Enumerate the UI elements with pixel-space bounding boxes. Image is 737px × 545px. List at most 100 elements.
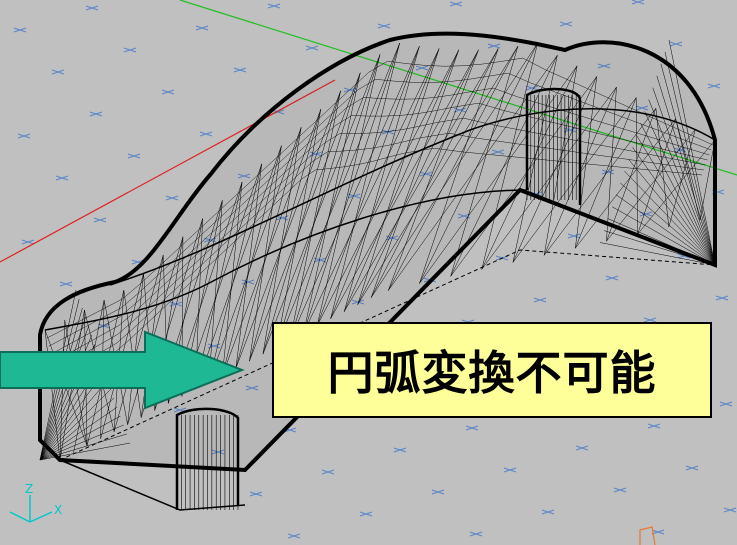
mesh-edge <box>218 218 236 235</box>
mesh-edge <box>118 310 136 326</box>
mesh-edge <box>343 46 420 312</box>
mesh-edge <box>303 42 400 334</box>
callout-text: 円弧変換不可能 <box>327 346 657 400</box>
mesh-edge <box>65 318 85 329</box>
mesh-edge <box>351 115 369 117</box>
mesh-edge <box>235 202 253 219</box>
mesh-edge <box>222 182 243 376</box>
mesh-edge <box>266 157 286 175</box>
mesh-edge <box>649 116 671 127</box>
mesh-edge <box>303 48 440 334</box>
xyz-axis-triad-icon: Z X <box>9 482 62 523</box>
mesh-edge <box>388 45 519 291</box>
mesh-edge <box>272 192 288 207</box>
mesh-edge <box>129 325 145 340</box>
mesh-edge <box>565 78 587 89</box>
mesh-edge <box>201 233 219 250</box>
mesh-edge <box>463 117 491 125</box>
grid-marker <box>161 89 175 95</box>
mesh-edge <box>613 125 638 134</box>
mesh-edge <box>675 165 704 171</box>
mesh-edge <box>406 63 426 66</box>
mesh-edge <box>189 236 208 254</box>
mesh-edge <box>339 89 358 108</box>
grid-marker <box>643 317 657 323</box>
mesh-edge <box>318 125 336 142</box>
mesh-edge <box>327 150 343 152</box>
mesh-edge <box>200 259 216 273</box>
grid-marker <box>491 149 505 155</box>
mesh-edge <box>311 123 330 141</box>
mesh-edge <box>262 54 381 355</box>
mesh-edge <box>161 287 177 303</box>
mesh-edge <box>103 307 122 318</box>
mesh-edge <box>571 139 599 145</box>
mesh-edge <box>268 171 286 188</box>
mesh-edge <box>302 123 322 141</box>
mesh-edge <box>139 275 158 293</box>
mesh-edge <box>301 141 319 157</box>
grid-marker <box>651 529 665 535</box>
grid-marker <box>415 65 429 71</box>
mesh-edge <box>330 42 400 319</box>
mesh-edge <box>640 123 716 266</box>
mesh-edge <box>221 231 238 246</box>
mesh-edge <box>228 217 245 233</box>
mesh-edge <box>357 48 440 305</box>
grid-marker <box>575 445 589 451</box>
mesh-edge <box>286 179 302 193</box>
mesh-edge <box>434 148 464 153</box>
mesh-edge <box>678 159 706 166</box>
grid-marker <box>449 1 463 7</box>
mesh-edge <box>685 147 710 156</box>
mesh-edge <box>420 132 450 139</box>
mesh-edge <box>343 48 499 312</box>
mesh-edge <box>330 89 350 108</box>
grid-marker <box>267 3 281 9</box>
right-arrow-icon <box>0 330 245 410</box>
mesh-edge <box>103 298 123 309</box>
mesh-edge <box>297 161 313 176</box>
grid-marker <box>127 153 141 159</box>
mesh-edge <box>224 204 243 222</box>
mesh-edge <box>328 107 347 125</box>
grid-marker <box>431 489 445 495</box>
mesh-edge <box>185 249 203 265</box>
mesh-edge <box>387 60 407 64</box>
grid-marker <box>309 151 323 157</box>
mesh-edge <box>666 133 689 142</box>
mesh-edge <box>198 212 218 231</box>
mesh-edge <box>85 325 103 336</box>
mesh-edge <box>101 342 117 353</box>
mesh-edge <box>39 325 89 461</box>
grid-marker <box>93 217 107 223</box>
mesh-edge <box>372 157 388 162</box>
mesh-edge <box>482 61 502 65</box>
grid-marker <box>723 507 737 513</box>
grid-marker <box>639 211 653 217</box>
grid-marker <box>89 111 103 117</box>
mesh-edge <box>84 308 104 319</box>
mesh-edge <box>481 86 617 270</box>
mesh-edge <box>522 57 545 70</box>
mesh-edge <box>387 152 405 158</box>
mesh-edge <box>158 299 173 313</box>
mesh-edge <box>172 285 187 300</box>
mesh-floor-dashed <box>59 249 716 461</box>
mesh-edge <box>463 63 483 66</box>
mesh-edge <box>393 80 413 83</box>
mesh-edge <box>607 97 629 108</box>
mesh-edge <box>699 139 716 221</box>
mesh-edge <box>39 388 112 461</box>
mesh-edge <box>248 174 267 192</box>
mesh-edge <box>249 109 322 362</box>
mesh-edge <box>258 205 273 220</box>
mesh-edge <box>316 54 381 326</box>
mesh-edge <box>149 290 166 306</box>
grid-marker <box>669 41 683 47</box>
mesh-edge <box>212 207 231 225</box>
mesh-edge <box>292 124 313 143</box>
mesh-edge <box>236 177 256 196</box>
mesh-edge <box>85 343 103 353</box>
